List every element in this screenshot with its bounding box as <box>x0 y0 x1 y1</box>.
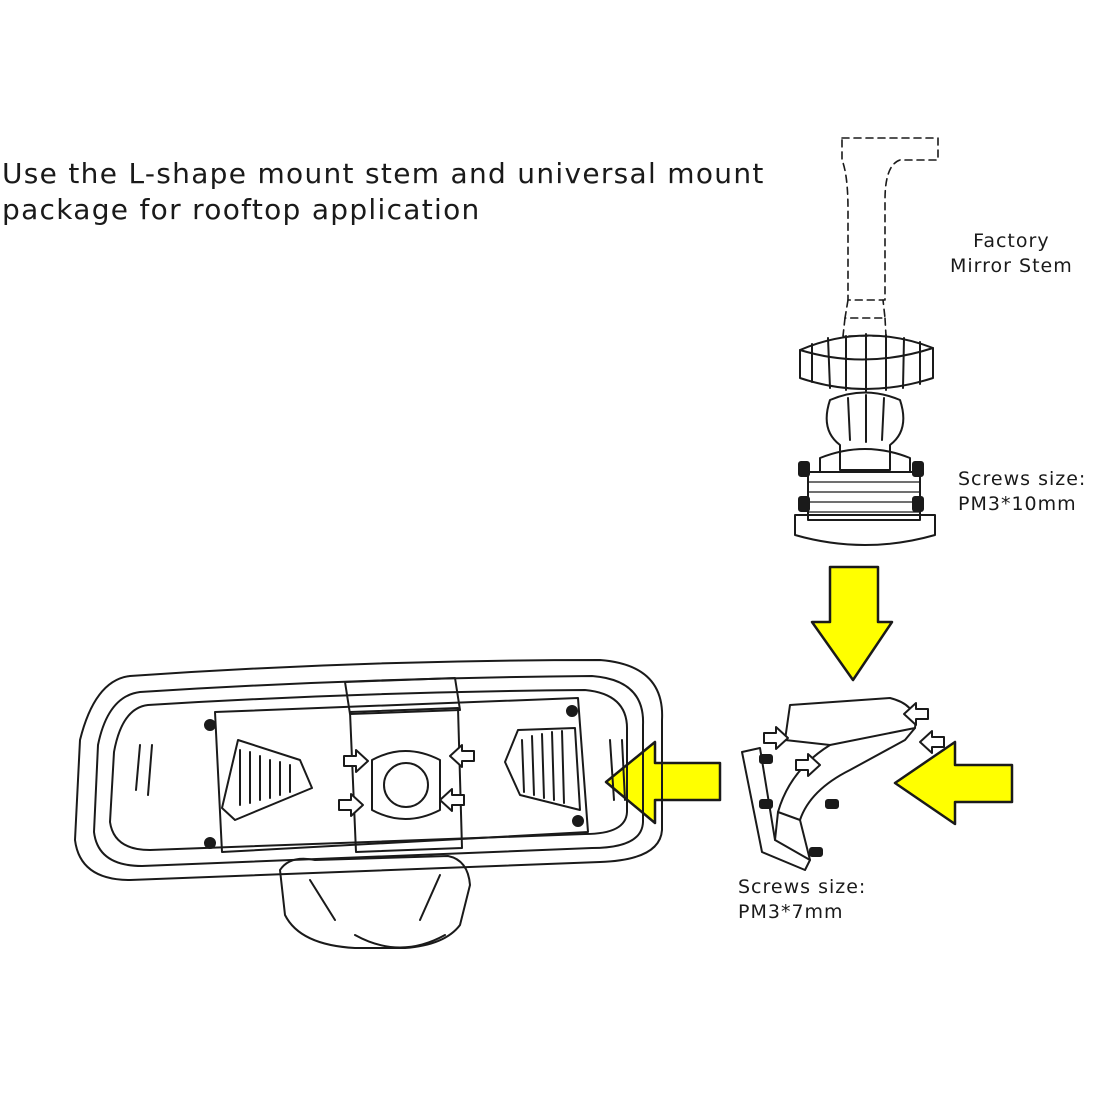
lower-screws-line-2: PM3*7mm <box>738 901 844 923</box>
camera-swivel <box>279 855 471 949</box>
factory-label-line-1: Factory <box>973 230 1050 252</box>
factory-mirror-stem-label: Factory Mirror Stem <box>950 229 1073 279</box>
screw-icon <box>204 705 584 849</box>
mount-nut <box>799 333 934 392</box>
upper-screws-line-2: PM3*10mm <box>958 493 1077 515</box>
big-yellow-arrow <box>810 565 894 682</box>
ball-joint <box>825 391 905 471</box>
upper-screws-size-label: Screws size: PM3*10mm <box>958 467 1086 517</box>
l-shape-bracket <box>741 697 917 871</box>
big-yellow-arrow <box>893 740 1014 826</box>
page-title: Use the L-shape mount stem and universal… <box>2 156 765 228</box>
title-line-1: Use the L-shape mount stem and universal… <box>2 157 765 190</box>
screw-icon <box>759 754 839 857</box>
title-line-2: package for rooftop application <box>2 193 481 226</box>
screw-icon <box>798 461 924 512</box>
upper-screws-line-1: Screws size: <box>958 468 1087 490</box>
threaded-base <box>794 448 936 546</box>
vent-grille-left <box>221 739 313 821</box>
mirror-camera-body <box>74 659 664 881</box>
lower-screws-line-1: Screws size: <box>738 876 867 898</box>
factory-label-line-2: Mirror Stem <box>950 255 1073 277</box>
lower-screws-size-label: Screws size: PM3*7mm <box>738 875 866 925</box>
small-outline-arrow <box>763 702 945 777</box>
mounting-disc <box>371 750 441 820</box>
vent-grille-right <box>504 727 581 811</box>
small-outline-arrow <box>338 744 475 817</box>
factory-mirror-stem <box>841 137 939 337</box>
